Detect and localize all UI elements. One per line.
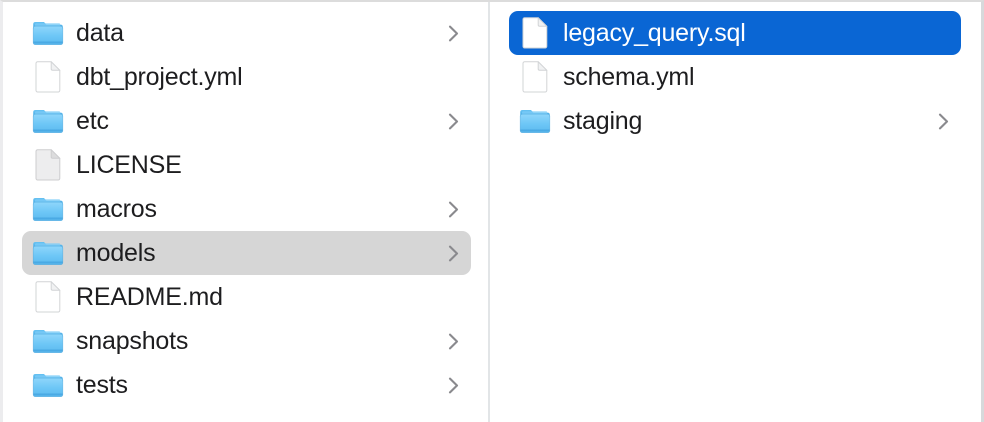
item-label: staging (563, 108, 643, 134)
disclosure-chevron-icon[interactable] (444, 112, 462, 130)
chevron-right-icon-glyph (448, 113, 458, 129)
folder-icon (31, 16, 65, 50)
folder-icon (31, 368, 65, 402)
disclosure-chevron-icon[interactable] (444, 244, 462, 262)
folder-row[interactable]: models (22, 231, 471, 275)
chevron-right-icon-glyph (448, 201, 458, 217)
plain-document-icon (31, 148, 65, 182)
item-label: LICENSE (76, 152, 182, 178)
document-icon (31, 60, 65, 94)
folder-icon (31, 324, 65, 358)
folder-icon-glyph (32, 329, 64, 353)
item-label: snapshots (76, 328, 189, 354)
document-icon-glyph (35, 149, 61, 181)
document-icon (518, 16, 552, 50)
folder-row[interactable]: data (22, 11, 471, 55)
disclosure-chevron-icon[interactable] (444, 200, 462, 218)
file-row[interactable]: schema.yml (509, 55, 961, 99)
folder-icon-glyph (32, 21, 64, 45)
item-label: README.md (76, 284, 223, 310)
document-icon-glyph (522, 61, 548, 93)
item-label: data (76, 20, 124, 46)
folder-icon-glyph (32, 109, 64, 133)
column-parent: data dbt_project.yml etc (3, 2, 490, 422)
folder-icon-glyph (519, 109, 551, 133)
document-icon-glyph (522, 17, 548, 49)
folder-row[interactable]: etc (22, 99, 471, 143)
document-icon-glyph (35, 281, 61, 313)
item-label: dbt_project.yml (76, 64, 243, 90)
file-row[interactable]: legacy_query.sql (509, 11, 961, 55)
chevron-right-icon-glyph (448, 245, 458, 261)
document-icon (518, 60, 552, 94)
folder-row[interactable]: tests (22, 363, 471, 407)
folder-row[interactable]: macros (22, 187, 471, 231)
folder-icon (31, 104, 65, 138)
disclosure-chevron-icon[interactable] (444, 376, 462, 394)
folder-icon-glyph (32, 241, 64, 265)
folder-icon (31, 192, 65, 226)
disclosure-chevron-icon[interactable] (934, 112, 952, 130)
document-icon-glyph (35, 61, 61, 93)
chevron-right-icon-glyph (938, 113, 948, 129)
folder-row[interactable]: staging (509, 99, 961, 143)
disclosure-chevron-icon[interactable] (444, 332, 462, 350)
file-row[interactable]: README.md (22, 275, 471, 319)
item-label: etc (76, 108, 109, 134)
item-label: legacy_query.sql (563, 20, 746, 46)
disclosure-chevron-icon[interactable] (444, 24, 462, 42)
item-label: schema.yml (563, 64, 695, 90)
column-child: legacy_query.sql schema.yml staging (490, 2, 979, 422)
folder-icon-glyph (32, 373, 64, 397)
file-row[interactable]: LICENSE (22, 143, 471, 187)
chevron-right-icon-glyph (448, 377, 458, 393)
folder-row[interactable]: snapshots (22, 319, 471, 363)
folder-icon (518, 104, 552, 138)
file-row[interactable]: dbt_project.yml (22, 55, 471, 99)
folder-icon (31, 236, 65, 270)
item-label: models (76, 240, 156, 266)
item-label: macros (76, 196, 157, 222)
folder-icon-glyph (32, 197, 64, 221)
chevron-right-icon-glyph (448, 25, 458, 41)
document-icon (31, 280, 65, 314)
item-label: tests (76, 372, 128, 398)
chevron-right-icon-glyph (448, 333, 458, 349)
